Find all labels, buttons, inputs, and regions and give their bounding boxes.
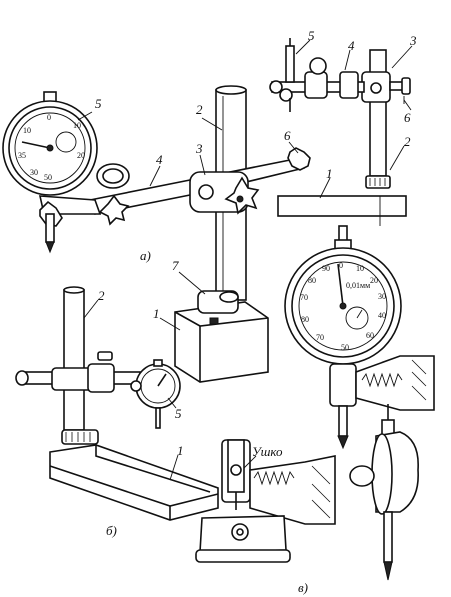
svg-text:70: 70 [300, 293, 308, 302]
label-a-5: 5 [95, 96, 102, 111]
svg-text:20: 20 [77, 151, 85, 160]
label-eyelet: Ушко [252, 444, 283, 459]
label-top-4: 4 [348, 38, 355, 53]
dial-indicator-5-a: 0 10 35 10 20 50 30 [2, 91, 98, 196]
label-b-2: 2 [98, 288, 105, 303]
svg-text:20: 20 [370, 276, 378, 285]
magnetic-base-1 [174, 301, 269, 383]
svg-text:0: 0 [339, 261, 343, 270]
figure-v-dial-indicator: 0 10 20 30 40 60 50 70 80 70 80 90 0,01м… [195, 225, 435, 595]
label-a-7: 7 [172, 258, 179, 273]
svg-text:10: 10 [73, 121, 81, 130]
svg-text:35: 35 [18, 151, 26, 160]
svg-text:30: 30 [378, 292, 386, 301]
label-a-1: 1 [153, 306, 160, 321]
svg-text:60: 60 [366, 331, 374, 340]
svg-text:40: 40 [378, 311, 386, 320]
label-a-3: 3 [195, 141, 203, 156]
svg-text:30: 30 [30, 168, 38, 177]
label-a-2: 2 [196, 102, 203, 117]
label-top-5: 5 [308, 28, 315, 43]
label-b-1: 1 [177, 443, 184, 458]
column-2-b [63, 289, 85, 431]
svg-text:80: 80 [308, 276, 316, 285]
svg-text:70: 70 [316, 333, 324, 342]
label-b-5: 5 [175, 406, 182, 421]
svg-text:80: 80 [301, 315, 309, 324]
base-1-top [277, 195, 407, 217]
label-top-3: 3 [409, 33, 417, 48]
dial-scale-text: 0,01мм [346, 281, 370, 290]
svg-text:50: 50 [341, 343, 349, 352]
dial-indicator-5-b [130, 359, 181, 429]
svg-text:10: 10 [356, 264, 364, 273]
star-nut [224, 176, 260, 215]
figure-a-magnetic-stand: 0 10 35 10 20 50 30 5 2 6 4 3 7 1 а) [2, 85, 311, 383]
prism-base-1 [49, 444, 219, 521]
label-top-2: 2 [404, 134, 411, 149]
part-label-a: а) [140, 248, 151, 263]
label-top-6: 6 [404, 110, 411, 125]
part-label-v: в) [298, 580, 308, 595]
knob-6 [287, 147, 311, 171]
part-label-b: б) [106, 523, 117, 538]
figure-top-front-view: 5 4 3 6 2 1 [269, 28, 417, 226]
svg-text:90: 90 [322, 264, 330, 273]
figure-b-prism-stand: 2 5 1 б) [15, 286, 219, 538]
svg-text:0: 0 [47, 113, 51, 122]
svg-text:50: 50 [44, 173, 52, 182]
svg-text:10: 10 [23, 126, 31, 135]
label-a-4: 4 [156, 152, 163, 167]
label-top-1: 1 [326, 166, 333, 181]
label-a-6: 6 [284, 128, 291, 143]
